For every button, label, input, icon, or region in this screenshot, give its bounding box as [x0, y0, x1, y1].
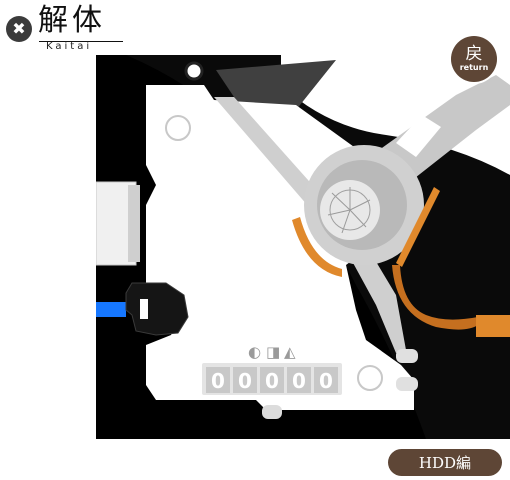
flex-cable-tail — [392, 265, 478, 330]
head-shadow — [216, 60, 336, 115]
close-icon: ✖ — [12, 19, 26, 38]
counter-digit: 0 — [238, 369, 252, 393]
title-underline — [39, 41, 123, 42]
half-circle-icon: ◐ — [248, 343, 261, 361]
latch-lower — [396, 377, 418, 391]
counter-cell — [287, 367, 311, 393]
counter-digit: 0 — [265, 369, 279, 393]
counter-digit: 0 — [211, 369, 225, 393]
close-button[interactable]: ✖ — [6, 16, 32, 42]
digit-counter: 0 0 0 0 0 — [202, 363, 342, 395]
blue-cable — [96, 302, 126, 317]
hdd-mode-button[interactable]: HDD編 — [388, 449, 502, 476]
counter-cell — [314, 367, 338, 393]
latch-upper — [396, 349, 418, 363]
hdd-illustration: ◐ ◨ ◭ 0 0 0 0 0 — [96, 55, 510, 439]
counter-digit: 0 — [292, 369, 306, 393]
header: ✖ 解体 Kaitai — [6, 4, 136, 52]
voice-coil-magnet — [125, 282, 189, 336]
pivot-ring — [329, 189, 371, 231]
arm-window — [396, 115, 441, 157]
hdd-scene: ◐ ◨ ◭ 0 0 0 0 0 — [96, 55, 510, 439]
return-button[interactable]: 戻 return — [451, 36, 497, 82]
actuator-arm-left — [214, 97, 406, 353]
flex-cable-arc — [292, 217, 342, 277]
flex-connector — [476, 315, 510, 337]
counter-cell — [260, 367, 284, 393]
connector-edge — [128, 185, 140, 262]
page-subtitle: Kaitai — [46, 41, 93, 52]
counter-cell — [206, 367, 230, 393]
counter-digit: 0 — [319, 369, 333, 393]
warning-triangle-icon: ◭ — [284, 343, 296, 361]
symbols-row: ◐ ◨ ◭ — [248, 343, 296, 361]
screw-hole-bottom — [357, 365, 383, 391]
screw-hole-corner — [184, 61, 204, 81]
return-kanji: 戻 — [465, 44, 483, 64]
half-square-icon: ◨ — [266, 343, 280, 361]
counter-cell — [233, 367, 257, 393]
side-connector — [96, 181, 137, 266]
flex-cable-strip — [396, 187, 440, 267]
return-label: return — [459, 63, 489, 72]
magnet-marker — [140, 299, 148, 319]
screw-hole-top — [165, 115, 191, 141]
latch-bottom — [262, 405, 282, 419]
page-title: 解体 — [38, 3, 106, 38]
